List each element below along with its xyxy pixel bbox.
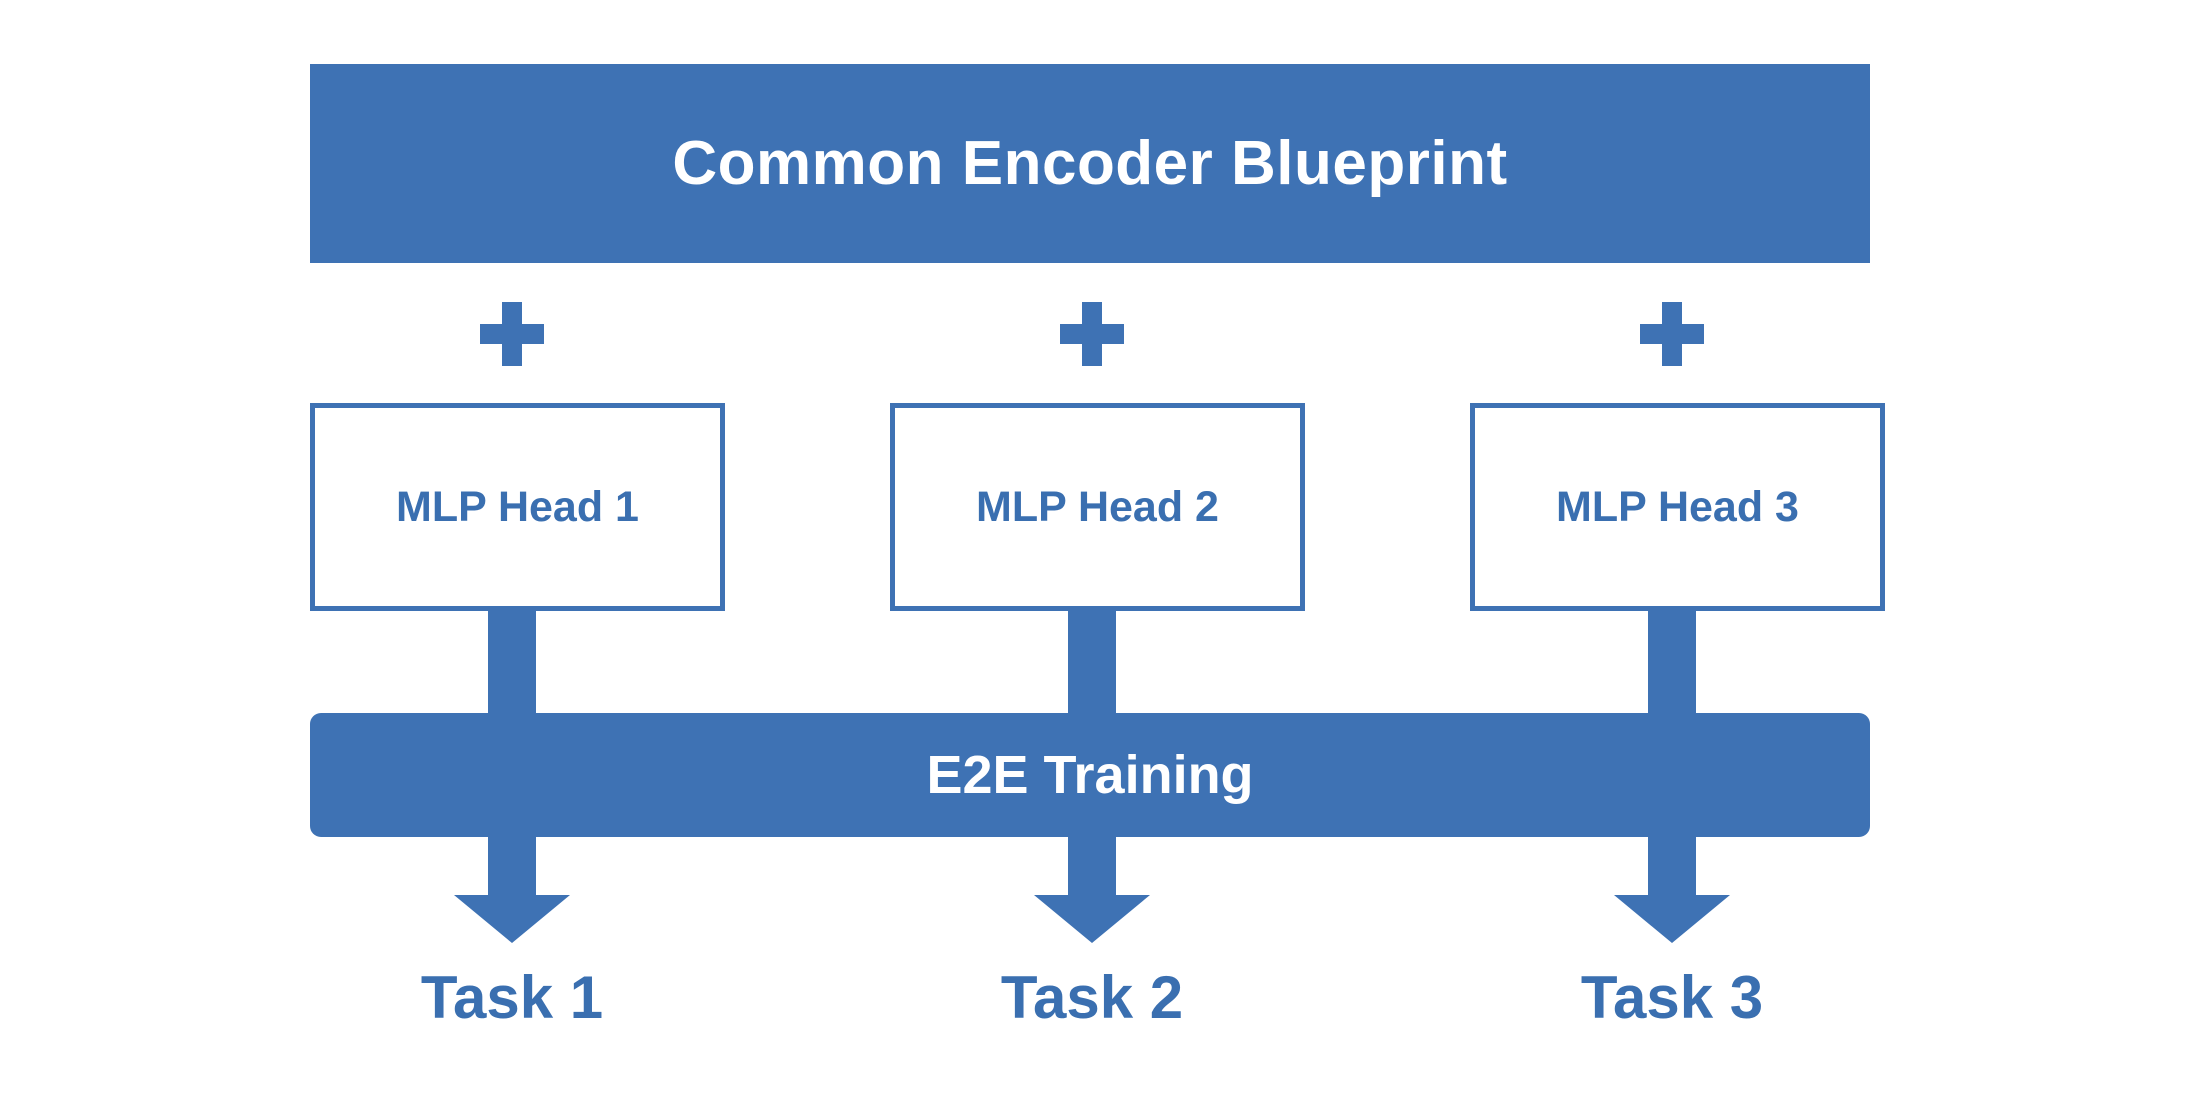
arrow-down-icon-task-3 xyxy=(1614,837,1730,943)
arrow-down-icon-task-2 xyxy=(1034,837,1150,943)
plus-icon-1-vertical-bar xyxy=(502,302,522,366)
e2e-training-bar: E2E Training xyxy=(310,713,1870,837)
plus-icon-2-vertical-bar xyxy=(1082,302,1102,366)
plus-icon-3-vertical-bar xyxy=(1662,302,1682,366)
common-encoder-blueprint-label: Common Encoder Blueprint xyxy=(672,128,1508,198)
mlp-head-3-label: MLP Head 3 xyxy=(1556,482,1799,531)
mlp-head-2-box: MLP Head 2 xyxy=(890,403,1305,611)
task-1-label: Task 1 xyxy=(420,964,604,1031)
mlp-head-2-label: MLP Head 2 xyxy=(976,482,1219,531)
plus-icon-2 xyxy=(1060,302,1124,366)
arrow-down-icon-task-1 xyxy=(454,837,570,943)
task-3-label: Task 3 xyxy=(1580,964,1764,1031)
plus-icon-1 xyxy=(480,302,544,366)
e2e-training-label: E2E Training xyxy=(926,745,1254,805)
mlp-head-1-box: MLP Head 1 xyxy=(310,403,725,611)
common-encoder-blueprint-bar: Common Encoder Blueprint xyxy=(310,64,1870,263)
task-2-label: Task 2 xyxy=(1000,964,1184,1031)
plus-icon-3 xyxy=(1640,302,1704,366)
mlp-head-1-label: MLP Head 1 xyxy=(396,482,639,531)
mlp-head-3-box: MLP Head 3 xyxy=(1470,403,1885,611)
